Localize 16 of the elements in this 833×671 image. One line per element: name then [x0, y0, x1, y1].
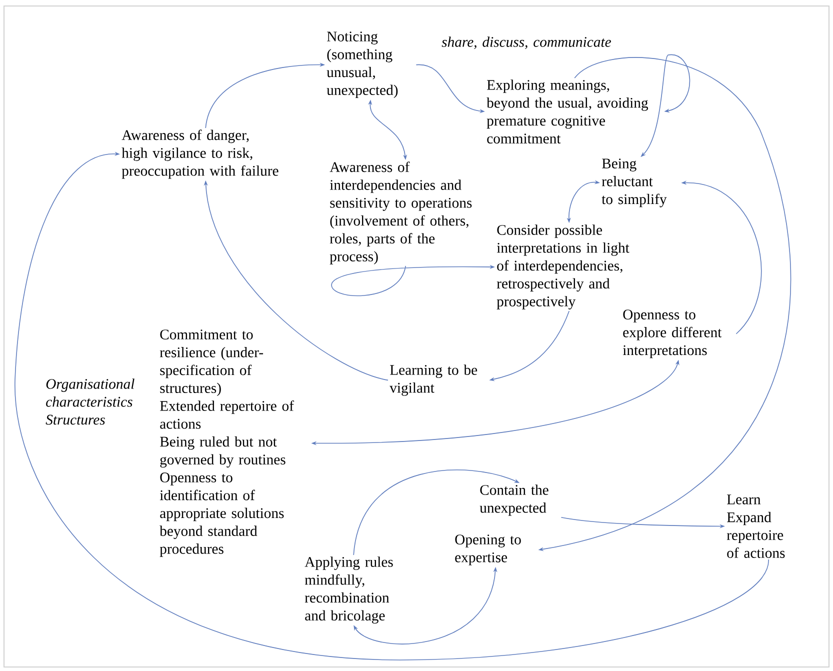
node-text: Openness to explore different interpretations	[622, 310, 722, 358]
node-text: Exploring meanings, beyond the usual, avoiding premature cognitive commitment	[486, 80, 648, 144]
node-text: Applying rules mindfully, recombination and bricolage	[304, 556, 393, 624]
node-text: Opening to expertise	[455, 534, 521, 566]
italic-label: share, discuss, communicate	[442, 36, 611, 50]
node-text: Learn Expand repertoire of actions	[726, 494, 785, 558]
arrow	[14, 152, 769, 660]
node-text: Contain the unexpected	[480, 484, 548, 516]
node-text: Awareness of interdependencies and sensitivity to operations (involvement of others, roles, parts of the process)	[330, 162, 472, 264]
node-text: Noticing (something unusual, unexpected)	[326, 32, 398, 98]
node-text: Learning to be vigilant	[390, 364, 478, 396]
node-text: Consider possible interpretations in light of interdependencies, retrospectively and prospectively	[496, 224, 630, 310]
node-text: Being reluctant to simplify	[602, 158, 667, 208]
node-text: Commitment to resilience (under-specification of structures) Extended repertoire of actions Being ruled but not governed by routines Openness to identification of appropriate solutions beyond standard procedures	[160, 330, 294, 557]
italic-label: Organisational characteristics Structures	[46, 378, 134, 425]
node-text: Awareness of danger, high vigilance to risk, preoccupation with failure	[122, 130, 278, 179]
